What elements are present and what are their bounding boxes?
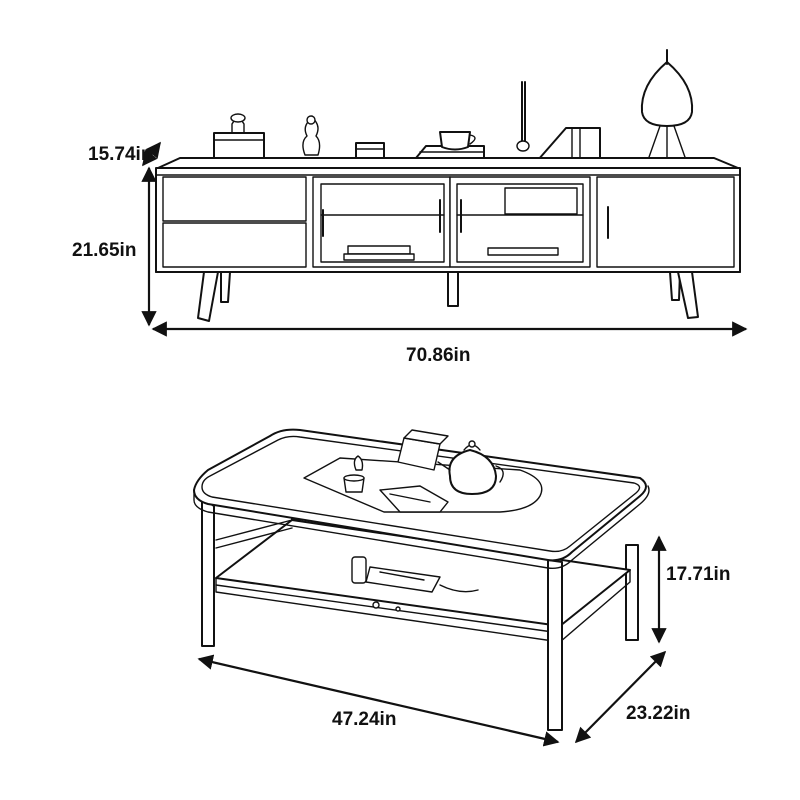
tv-stand-width-label: 70.86in (406, 345, 470, 366)
tv-stand-drawer-upper (162, 176, 307, 222)
coffee-table-length-label: 47.24in (332, 709, 396, 730)
coffee-table-top-items (303, 429, 543, 513)
coffee-table-dimensions: 17.71in 47.24in 23.22in (197, 535, 730, 747)
coffee-table-depth-arrow (574, 650, 667, 744)
coffee-table-height-label: 17.71in (666, 564, 730, 585)
coffee-table-shelf-items (351, 556, 479, 612)
tv-stand-top (157, 157, 739, 169)
coffee-table-depth-label: 23.22in (626, 703, 690, 724)
tv-stand-dimensions: 15.74in 21.65in 70.86in (72, 141, 748, 366)
tv-stand-drawing (155, 49, 741, 322)
tv-stand-depth-label: 15.74in (88, 144, 152, 165)
tv-stand-depth-arrow (142, 141, 161, 167)
coffee-table-drawing (193, 428, 650, 731)
tv-stand-door-right (596, 176, 735, 268)
tv-stand-legs (197, 271, 699, 322)
tv-stand-decor (213, 49, 694, 164)
coffee-table-length-arrow (197, 654, 560, 747)
coffee-table-front-leg-right (547, 559, 563, 731)
coffee-table-front-leg-left (201, 497, 215, 647)
tv-stand-drawer-lower (162, 222, 307, 268)
coffee-table-back-leg-right (625, 544, 639, 641)
tv-stand-height-label: 21.65in (72, 240, 136, 261)
